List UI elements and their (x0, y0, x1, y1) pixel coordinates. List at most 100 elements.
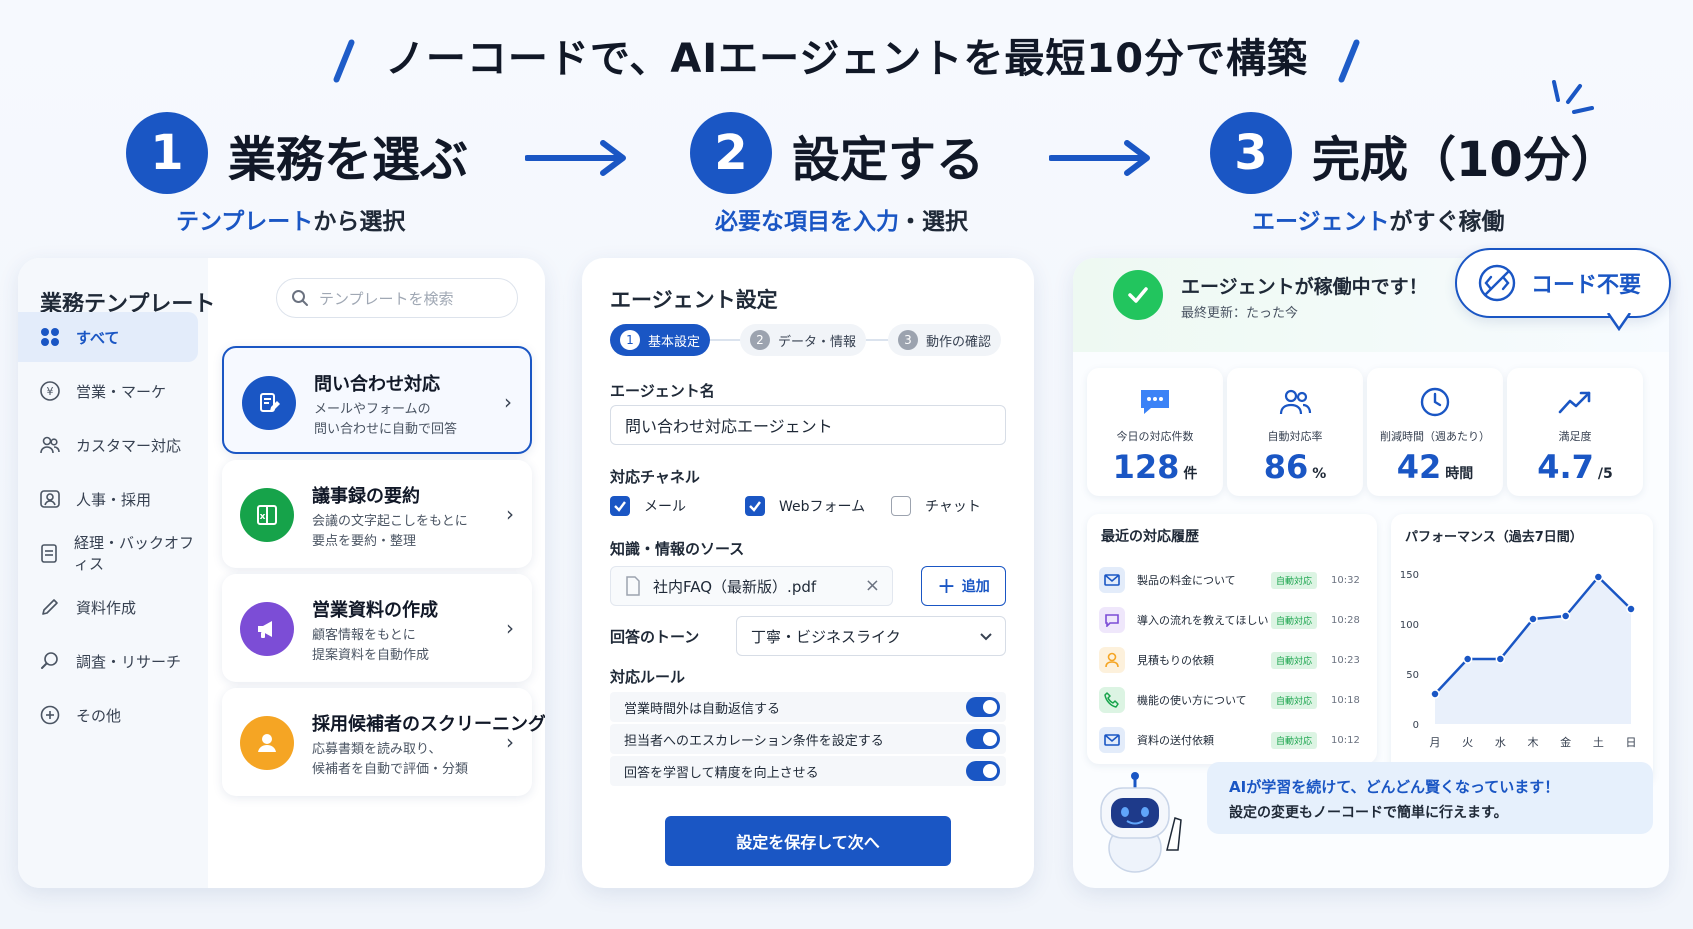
step-subtitle: エージェントがすぐ稼働 (1252, 209, 1505, 235)
channel-checkbox-chat[interactable]: チャット (891, 496, 981, 516)
stat-value: 4.7/5 (1537, 448, 1613, 486)
category-label: 調査・リサーチ (76, 652, 182, 671)
chevron-right-icon: › (504, 390, 512, 414)
save-and-next-button[interactable]: 設定を保存して次へ (665, 816, 951, 866)
people-icon (38, 433, 62, 457)
knowledge-file-chip[interactable]: 社内FAQ（最新版）.pdf × (610, 566, 893, 606)
chevron-down-icon (980, 633, 992, 641)
add-source-button[interactable]: +追加 (921, 566, 1006, 606)
chat-icon (1099, 607, 1125, 633)
template-card-minutes[interactable]: x 議事録の要約 会議の文字起こしをもとに要点を要約・整理 › (222, 460, 532, 568)
chat-bubble-icon (1087, 382, 1223, 422)
category-item-backoffice[interactable]: 経理・バックオフィス (18, 528, 198, 578)
plus-circle-icon (38, 703, 62, 727)
template-card-sales-deck[interactable]: 営業資料の作成 顧客情報をもとに提案資料を自動作成 › (222, 574, 532, 682)
x-tick-label: 水 (1495, 736, 1506, 749)
template-card-screening[interactable]: 採用候補者のスクリーニング 応募書類を読み取り、候補者を自動で評価・分類 › (222, 688, 545, 796)
chevron-right-icon: › (506, 616, 514, 640)
stat-card-automation-rate: 自動対応率 86% (1227, 368, 1363, 496)
rule-row: 担当者へのエスカレーション条件を設定する (610, 724, 1006, 754)
step-2: 2 設定する 必要な項目を入力・選択 (690, 112, 1110, 235)
knowledge-label: 知識・情報のソース (610, 540, 745, 558)
template-description: メールやフォームの問い合わせに自動で回答 (314, 402, 458, 437)
chart-title: パフォーマンス（過去7日間） (1405, 530, 1583, 545)
x-tick-label: 土 (1593, 736, 1604, 749)
template-search-input[interactable]: テンプレートを検索 (276, 278, 518, 318)
panel-title: エージェント設定 (610, 288, 778, 312)
step-title: 完成（10分） (1312, 132, 1619, 188)
template-panel: 業務テンプレート テンプレートを検索 すべて ¥ 営業・マーケ カスタマー対応 … (18, 258, 545, 888)
channels-label: 対応チャネル (610, 468, 700, 486)
status-badge: 自動対応 (1271, 611, 1318, 629)
agent-name-input[interactable]: 問い合わせ対応エージェント (610, 405, 1006, 445)
file-icon (626, 576, 640, 596)
step-number: 1 (126, 112, 208, 194)
step-title: 業務を選ぶ (228, 132, 469, 188)
category-item-documents[interactable]: 資料作成 (18, 582, 198, 632)
template-description: 応募書類を読み取り、候補者を自動で評価・分類 (312, 742, 469, 777)
rule-toggle[interactable] (966, 729, 1000, 749)
rule-toggle[interactable] (966, 761, 1000, 781)
search-icon (292, 290, 308, 306)
step-3: 3 完成（10分） エージェントがすぐ稼働 (1210, 112, 1670, 235)
channel-checkbox-webform[interactable]: Webフォーム (745, 496, 865, 516)
category-label: 資料作成 (76, 598, 137, 617)
category-label: カスタマー対応 (76, 436, 182, 455)
template-card-inquiry[interactable]: 問い合わせ対応 メールやフォームの問い合わせに自動で回答 › (222, 346, 532, 454)
stat-card-satisfaction: 満足度 4.7/5 (1507, 368, 1643, 496)
category-item-hr[interactable]: 人事・採用 (18, 474, 198, 524)
trend-up-icon (1507, 382, 1643, 422)
message-line-2: 設定の変更もノーコードで簡単に行えます。 (1229, 805, 1508, 821)
clipboard-icon (38, 541, 60, 565)
sparkle-decoration-icon (1552, 80, 1594, 114)
phone-icon (1099, 687, 1125, 713)
step-number: 3 (1210, 112, 1292, 194)
data-point (1626, 604, 1636, 614)
channel-checkbox-email[interactable]: メール (610, 496, 686, 516)
rules-label: 対応ルール (610, 668, 686, 686)
main-headline: ノーコードで、AIエージェントを最短10分で構築 (0, 26, 1693, 84)
category-item-sales[interactable]: ¥ 営業・マーケ (18, 366, 198, 416)
template-description: 会議の文字起こしをもとに要点を要約・整理 (312, 514, 468, 549)
status-updated: 最終更新：たった今 (1181, 306, 1299, 321)
user-icon (1099, 647, 1125, 673)
tone-label: 回答のトーン (610, 628, 700, 646)
template-name: 問い合わせ対応 (314, 374, 440, 395)
category-item-research[interactable]: 調査・リサーチ (18, 636, 198, 686)
svg-text:x: x (260, 512, 266, 522)
x-tick-label: 木 (1528, 736, 1539, 749)
category-label: 経理・バックオフィス (74, 534, 195, 573)
magnifier-icon (38, 649, 62, 673)
data-point (1560, 611, 1571, 621)
remove-file-icon[interactable]: × (864, 575, 880, 596)
category-item-customer[interactable]: カスタマー対応 (18, 420, 198, 470)
knowledge-file-name: 社内FAQ（最新版）.pdf (653, 577, 817, 596)
rule-toggle[interactable] (966, 697, 1000, 717)
stat-value: 86% (1263, 448, 1327, 486)
category-item-other[interactable]: その他 (18, 690, 198, 740)
stat-label: 今日の対応件数 (1116, 430, 1194, 443)
pen-icon (38, 595, 62, 619)
tone-select[interactable]: 丁寧・ビジネスライク (736, 616, 1006, 656)
no-code-icon (1478, 264, 1516, 302)
status-badge: 自動対応 (1271, 731, 1318, 749)
status-badge: 自動対応 (1271, 691, 1318, 709)
category-label: 営業・マーケ (76, 382, 167, 401)
category-item-all[interactable]: すべて (18, 312, 198, 362)
step-number: 2 (690, 112, 772, 194)
